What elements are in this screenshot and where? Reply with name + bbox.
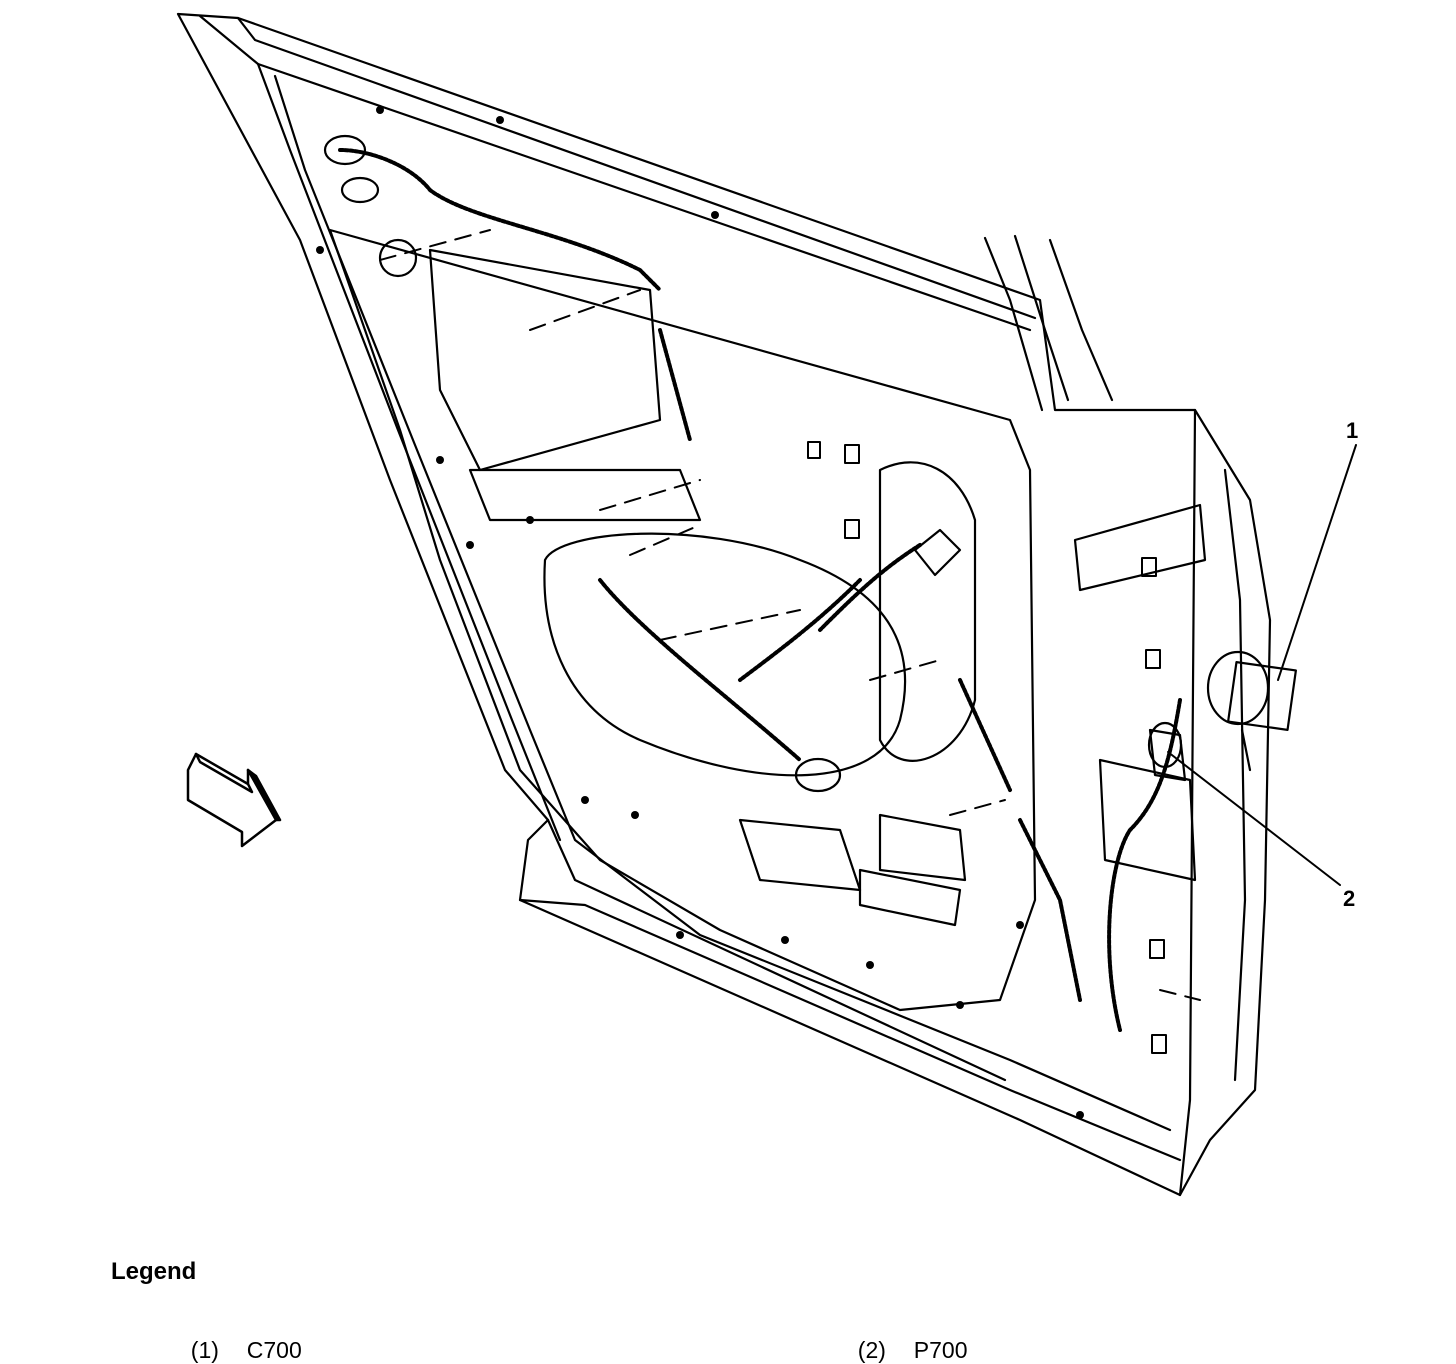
routing-dashes	[379, 229, 1201, 1001]
legend-item-number: (2)	[857, 1337, 886, 1363]
fastener-holes	[316, 106, 1084, 1119]
callout-leaders	[1167, 444, 1357, 886]
door-outer-shell	[176, 12, 1272, 1197]
door-harness-diagram	[176, 12, 1357, 1197]
door-inner-panel	[328, 228, 1207, 1012]
callout-number-1: 1	[1346, 418, 1359, 443]
legend-item-text: C700	[246, 1337, 302, 1363]
callout-number-2: 2	[1343, 886, 1356, 911]
legend-item-text: P700	[913, 1337, 968, 1363]
forward-direction-arrow-icon	[186, 752, 282, 848]
connector-c700	[1206, 650, 1297, 772]
legend-title: Legend	[111, 1258, 197, 1285]
legend-item: (1) C700	[178, 1310, 302, 1364]
legend-item-number: (1)	[190, 1337, 219, 1363]
connector-p700	[1147, 721, 1187, 782]
wire-harness	[338, 148, 1182, 1032]
panel-slots	[807, 441, 1167, 1054]
upper-connectors	[323, 134, 962, 793]
legend-item: (2) P700	[845, 1310, 968, 1364]
